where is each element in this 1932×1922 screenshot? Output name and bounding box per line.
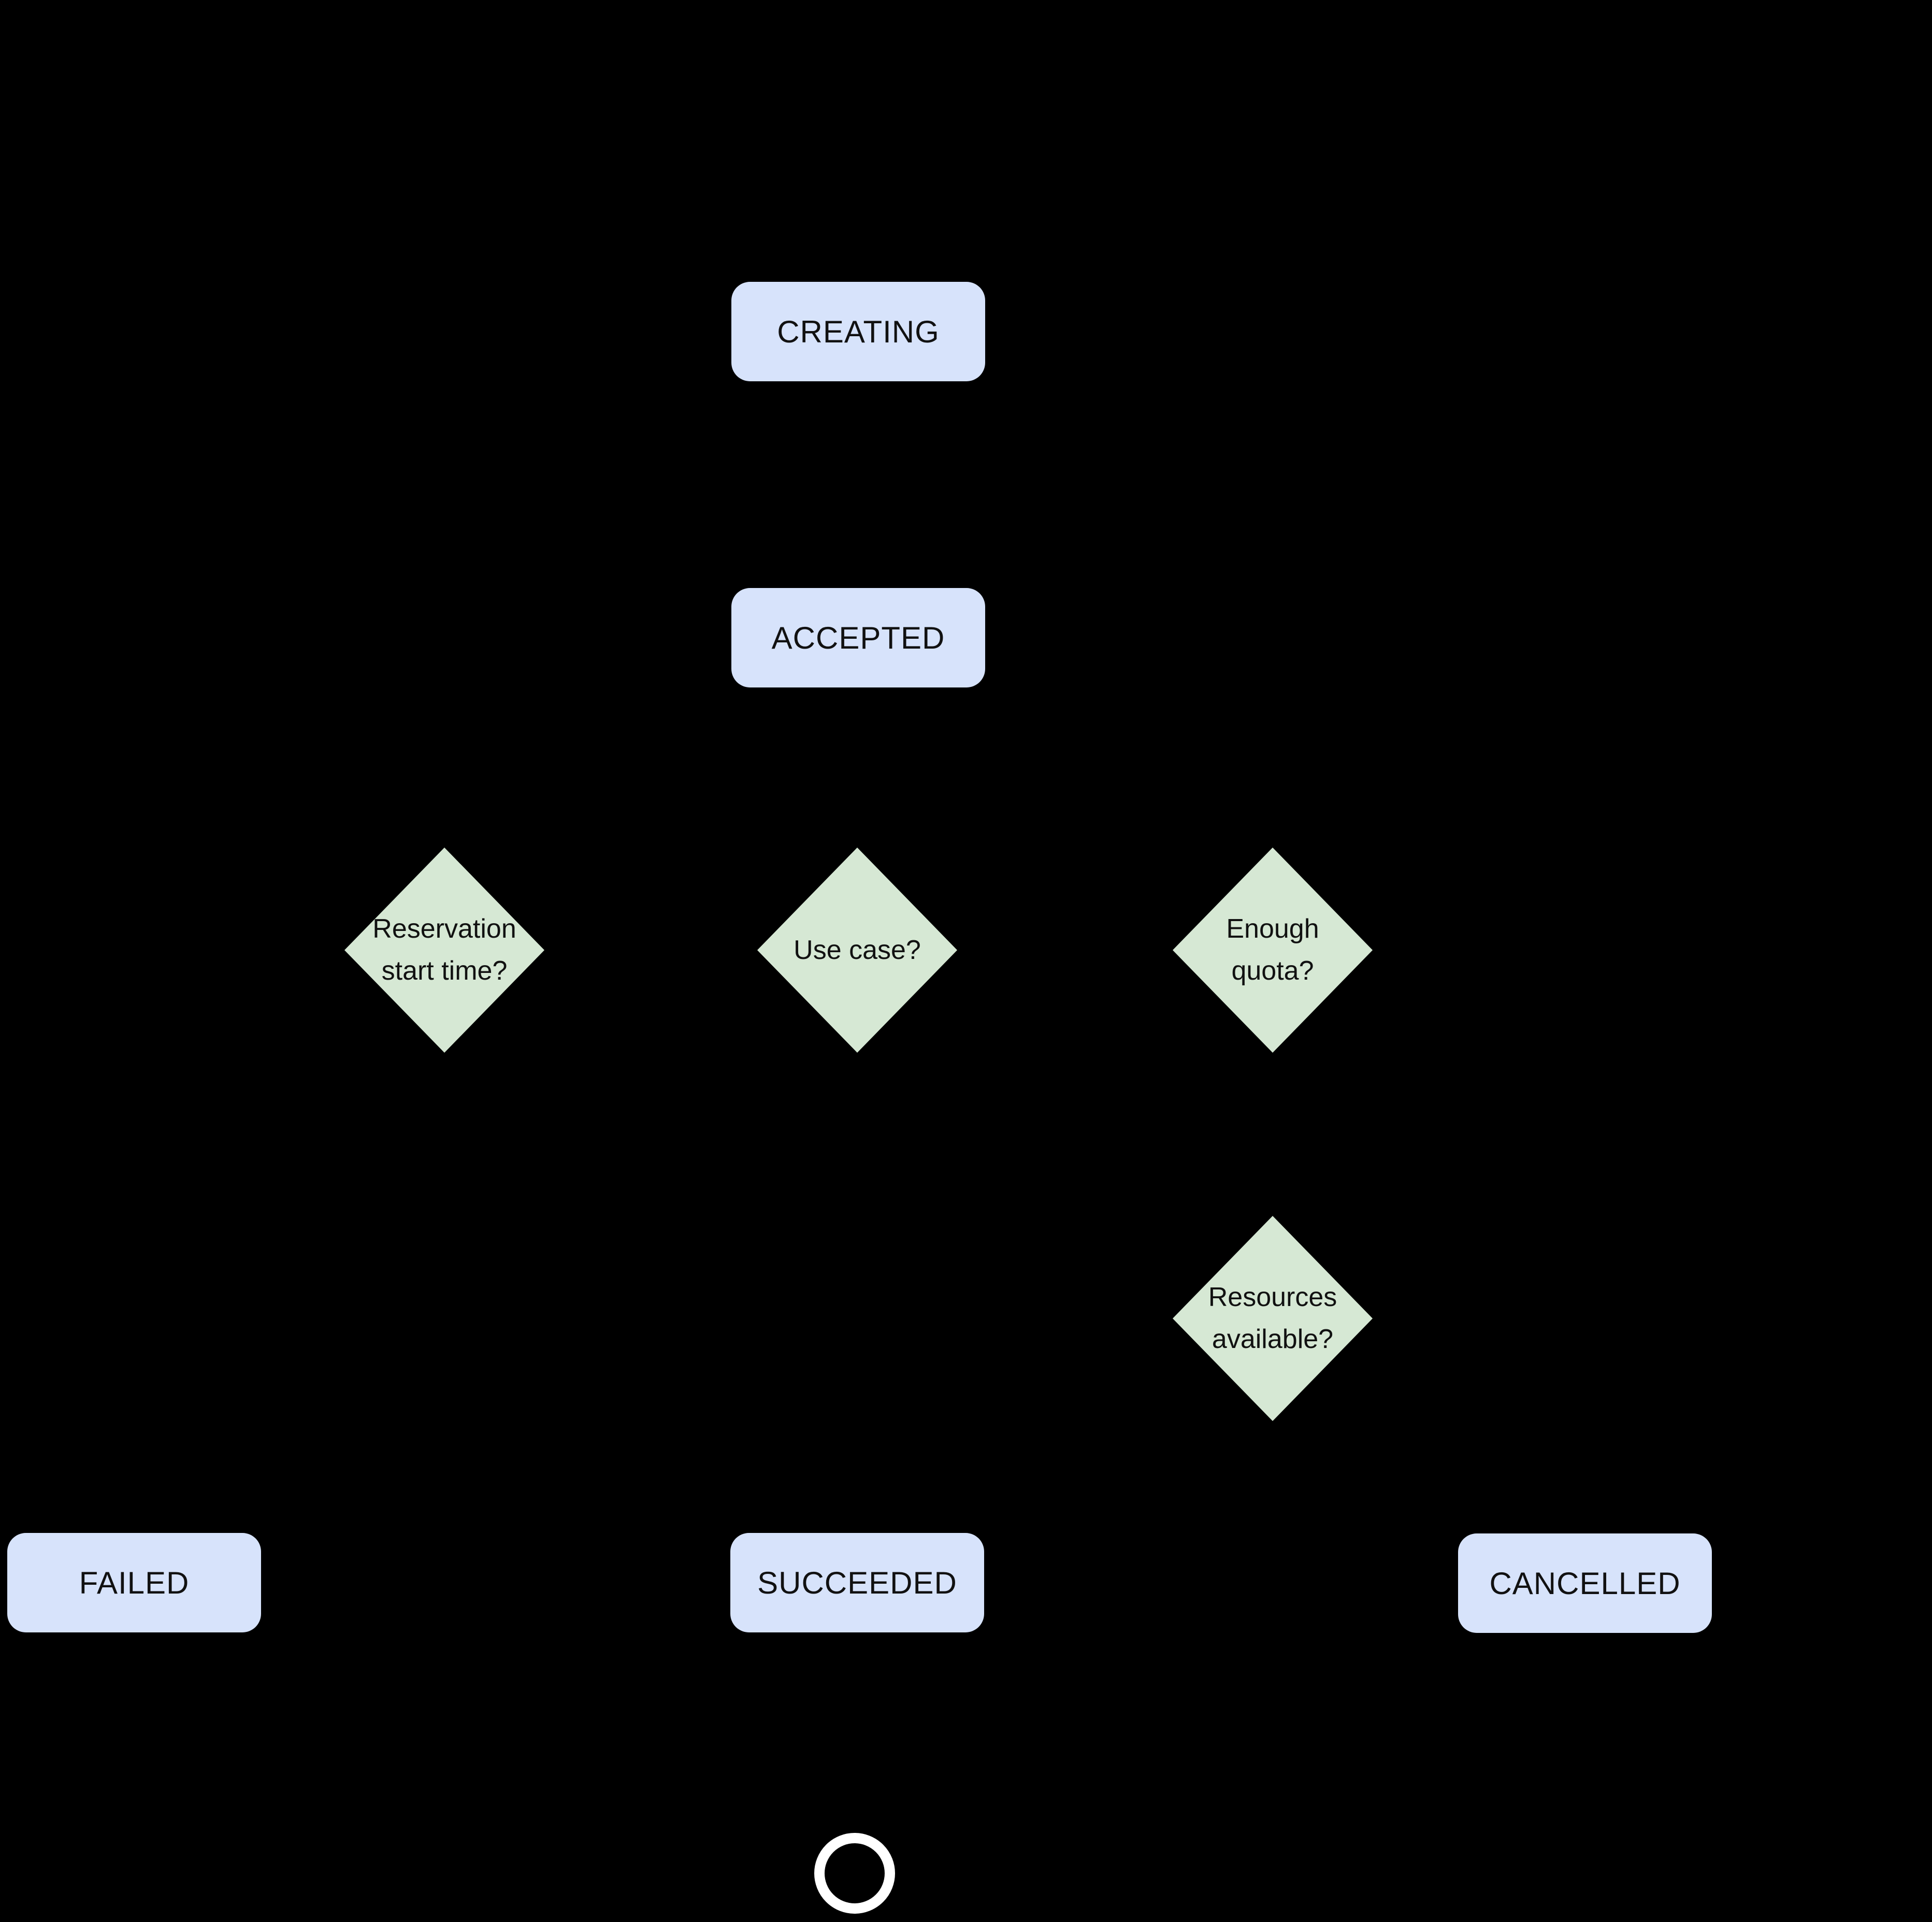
decision-label-line: Use case? [794,935,921,965]
state-node-failed: FAILED [7,1533,261,1632]
decision-label-line: Reservation [372,914,516,944]
decision-label-line: Enough [1226,914,1319,944]
state-node-accepted: ACCEPTED [731,588,985,687]
decision-label-line: start time? [381,956,508,986]
decision-node-reservation-start-time: Reservation start time? [344,848,544,1053]
decision-label-line: available? [1212,1324,1334,1354]
state-node-creating: CREATING [731,282,985,381]
end-state-circle [814,1833,895,1914]
decision-label-line: Resources [1208,1282,1337,1313]
state-node-cancelled: CANCELLED [1458,1533,1712,1633]
decision-node-enough-quota: Enough quota? [1173,848,1373,1053]
state-node-succeeded: SUCCEEDED [730,1533,984,1632]
decision-node-use-case: Use case? [757,848,957,1053]
decision-label-line: quota? [1231,956,1314,986]
decision-node-resources-available: Resources available? [1173,1216,1373,1421]
